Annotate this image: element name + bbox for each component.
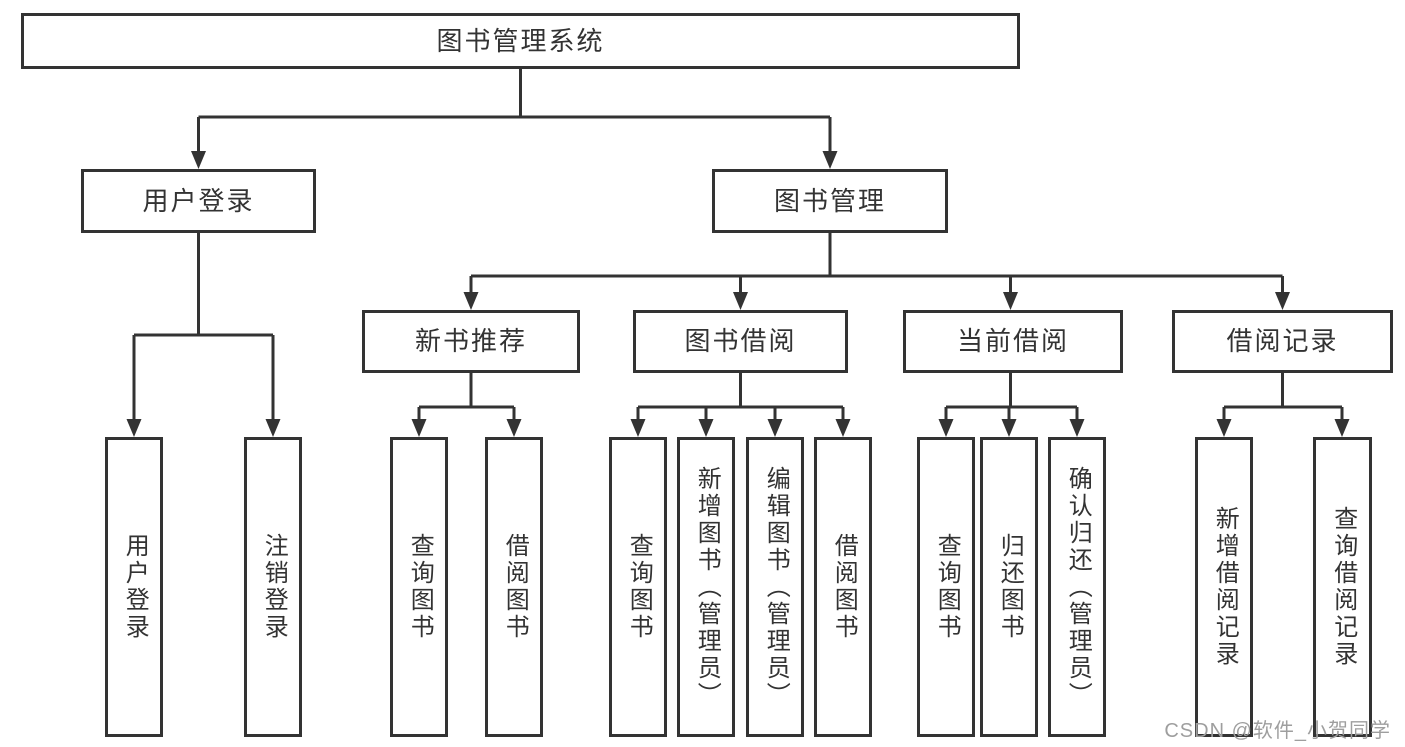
leaf-query-books-3: 查询图书: [917, 437, 975, 737]
node-book-management: 图书管理: [712, 169, 948, 233]
leaf-borrow-books-1: 借阅图书: [485, 437, 543, 737]
arrowheads: [126, 151, 1350, 437]
leaf-edit-book-admin: 编辑图书（管理员）: [746, 437, 804, 737]
watermark: CSDN @软件_小贺同学: [1164, 720, 1391, 742]
leaf-add-borrow-record: 新增借阅记录: [1195, 437, 1253, 737]
leaf-query-books-2: 查询图书: [609, 437, 667, 737]
leaf-return-book: 归还图书: [980, 437, 1038, 737]
node-book-borrowing: 图书借阅: [633, 310, 848, 373]
leaf-add-book-admin: 新增图书（管理员）: [677, 437, 735, 737]
leaf-query-borrow-record: 查询借阅记录: [1313, 437, 1372, 737]
node-borrowing-records: 借阅记录: [1172, 310, 1393, 373]
leaf-user-login: 用户登录: [105, 437, 163, 737]
node-root: 图书管理系统: [21, 13, 1020, 69]
leaf-logout: 注销登录: [244, 437, 302, 737]
node-user-login: 用户登录: [81, 169, 316, 233]
leaf-query-books-1: 查询图书: [390, 437, 448, 737]
leaf-borrow-books-2: 借阅图书: [814, 437, 872, 737]
node-current-borrowing: 当前借阅: [903, 310, 1123, 373]
leaf-confirm-return-admin: 确认归还（管理员）: [1048, 437, 1106, 737]
node-new-book-recommend: 新书推荐: [362, 310, 580, 373]
